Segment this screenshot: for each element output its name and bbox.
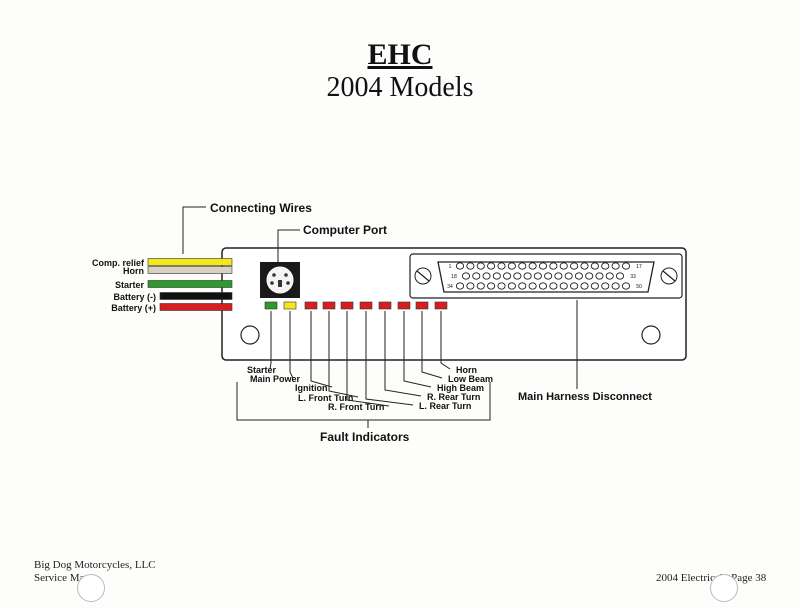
fault-led (304, 301, 318, 310)
footer-company: Big Dog Motorcycles, LLC (34, 559, 156, 571)
wire-0 (147, 258, 233, 266)
fault-indicator-label: R. Front Turn (328, 402, 384, 412)
pin-number: 33 (630, 274, 636, 280)
mounting-hole-right (641, 325, 661, 345)
fault-led (397, 301, 411, 310)
wire-label: Battery (+) (111, 303, 156, 313)
wire-3 (159, 292, 233, 300)
wire-label: Battery (-) (113, 292, 156, 302)
fault-led-row (264, 301, 448, 310)
pin-number: 34 (447, 284, 453, 290)
fault-indicator-label: Low Beam (448, 374, 493, 384)
fault-indicator-label: Starter (247, 365, 277, 375)
mounting-hole-left (240, 325, 260, 345)
fault-indicator-label: Ignition (295, 383, 328, 393)
computer-port-leader (277, 229, 300, 262)
binder-hole-right (710, 574, 738, 602)
wire-2 (147, 280, 233, 288)
footer-section: 2004 Electrical (656, 572, 723, 584)
fault-led (434, 301, 448, 310)
page-title: EHC (367, 38, 433, 71)
main-harness-label: Main Harness Disconnect (518, 391, 652, 403)
connecting-wires-label: Connecting Wires (210, 201, 312, 215)
connector-pins: 1 17 18 33 34 50 (447, 262, 642, 290)
fault-led (378, 301, 392, 310)
wire-4 (159, 303, 233, 311)
wire-1 (147, 266, 233, 274)
pin-number: 50 (636, 284, 642, 290)
fault-indicator-label: L. Rear Turn (419, 401, 471, 411)
fault-indicator-label: Main Power (250, 374, 301, 384)
fault-led (359, 301, 373, 310)
fault-indicator-label: R. Rear Turn (427, 392, 480, 402)
wire-label: Starter (115, 280, 145, 290)
connecting-wires-leader (182, 206, 206, 254)
fault-led (340, 301, 354, 310)
led-leader-lines (269, 311, 451, 407)
fault-indicator-label: Horn (456, 365, 477, 375)
pin-number: 18 (451, 274, 457, 280)
fault-indicator-label: L. Front Turn (298, 393, 353, 403)
page-subtitle: 2004 Models (326, 72, 474, 103)
wire-label: Comp. relief (92, 258, 145, 268)
computer-port-label: Computer Port (303, 223, 387, 237)
binder-hole-left (77, 574, 105, 602)
pin-number: 17 (636, 264, 642, 270)
fault-led (283, 301, 297, 310)
fault-led (264, 301, 278, 310)
fault-indicators-label: Fault Indicators (320, 430, 410, 444)
fault-indicators-bracket (236, 382, 491, 421)
wire-label: Horn (123, 266, 144, 276)
pin-number: 1 (449, 264, 452, 270)
footer-right: 2004 Electrical Page 38 (656, 572, 766, 585)
footer-page-number: Page 38 (731, 572, 767, 584)
fault-led (322, 301, 336, 310)
fault-indicator-label: High Beam (437, 383, 484, 393)
fault-led (415, 301, 429, 310)
